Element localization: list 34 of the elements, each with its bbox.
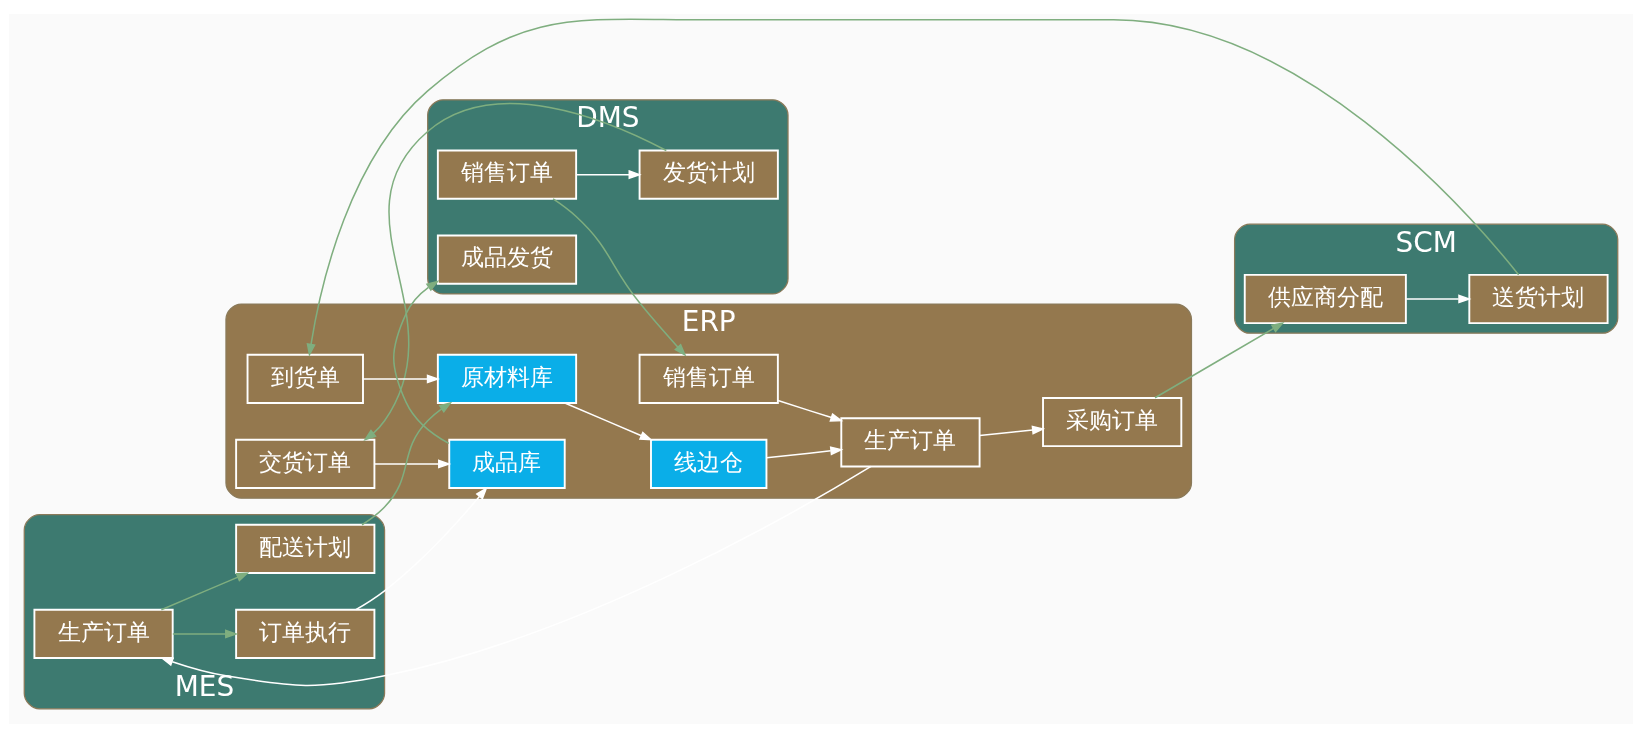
node-box: 配送计划 — [235, 523, 376, 574]
arrow — [361, 401, 453, 525]
arrow — [564, 401, 653, 441]
arrow — [1154, 321, 1285, 398]
arrow — [160, 571, 250, 611]
arrow — [392, 279, 450, 444]
node-box: 线边仓 — [650, 438, 768, 489]
arrow — [306, 17, 1520, 357]
node-box: 订单执行 — [235, 608, 376, 659]
node-box: 送货计划 — [1468, 273, 1609, 324]
arrow — [765, 445, 844, 459]
arrow — [373, 458, 452, 469]
node-box: 销售订单 — [436, 149, 578, 200]
node-box: 采购订单 — [1042, 396, 1183, 447]
arrow — [362, 373, 441, 384]
node-box: 发货计划 — [638, 149, 779, 200]
node-box: 供应商分配 — [1243, 273, 1407, 324]
arrow — [160, 465, 872, 686]
node-box: 生产订单 — [840, 416, 981, 467]
arrow — [552, 197, 687, 356]
node-box: 成品发货 — [436, 234, 578, 285]
node-box: 销售订单 — [638, 353, 779, 404]
arrow — [172, 628, 239, 639]
node-box: 成品库 — [448, 438, 566, 489]
arrow — [978, 425, 1046, 436]
node-box: 生产订单 — [33, 608, 174, 659]
arrow — [355, 486, 488, 610]
arrow — [575, 169, 642, 179]
node-box: 交货订单 — [235, 438, 376, 489]
arrow — [777, 399, 844, 422]
node-box: 原材料库 — [436, 353, 578, 404]
arrow — [363, 102, 668, 441]
node-box: 到货单 — [246, 353, 364, 404]
arrow — [1405, 293, 1472, 304]
